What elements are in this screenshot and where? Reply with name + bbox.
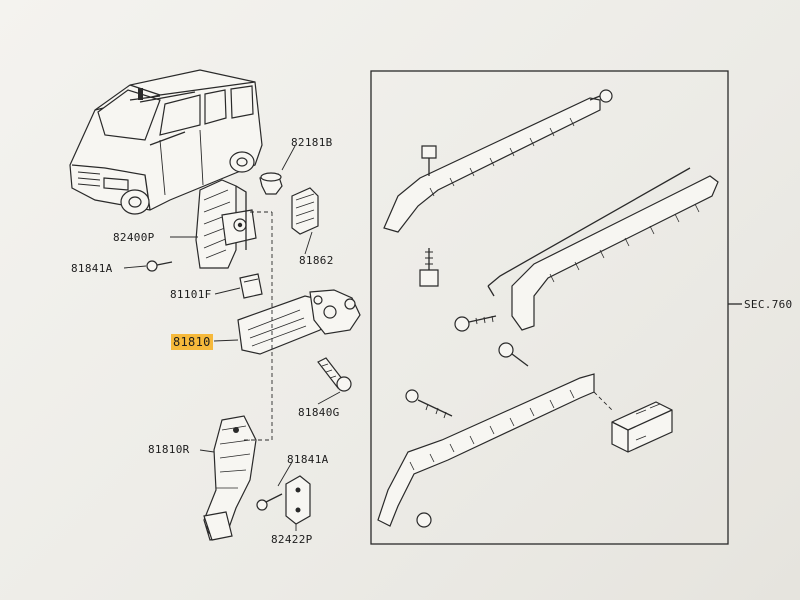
part-label-81810R: 81810R [148,443,190,456]
part-label-82400P: 82400P [113,231,155,244]
upper-rail-bolts-drawing [419,145,439,287]
part-label-81841A-top: 81841A [71,262,113,275]
plate-82422P-drawing [285,475,311,525]
section-reference-label: SEC.760 [744,298,793,311]
stopper-81862-drawing [291,187,319,235]
clip-81101F-drawing [239,273,263,299]
upper-hinge-bracket-drawing [195,179,257,269]
middle-rail-bolts-drawing [454,315,529,367]
part-label-81101F: 81101F [170,288,212,301]
middle-rail-drawing [487,167,719,331]
hinge-81810R-drawing [203,415,257,541]
part-label-81810-highlighted: 81810 [171,334,213,350]
section-frame [370,70,729,545]
upper-rail-drawing [383,89,613,233]
screw-81841A-top-drawing [146,260,173,272]
bolt-81840G-drawing [317,357,352,392]
part-label-81862: 81862 [299,254,334,267]
hinge-81810-drawing [237,289,361,355]
end-block-drawing [593,391,673,453]
part-label-81840G: 81840G [298,406,340,419]
van-illustration [69,69,263,215]
part-label-82422P: 82422P [271,533,313,546]
part-label-81841A-bottom: 81841A [287,453,329,466]
screw-81841A-bottom-drawing [256,493,283,511]
plug-82181B-drawing [259,172,283,195]
part-label-82181B: 82181B [291,136,333,149]
